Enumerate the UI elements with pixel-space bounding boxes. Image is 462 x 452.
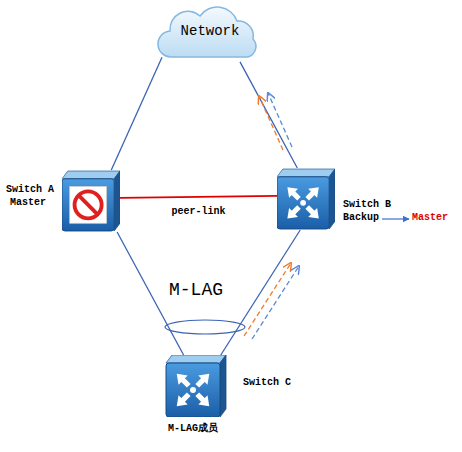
cloud-node: Network — [150, 5, 270, 63]
node-label: M-LAG成员 — [168, 423, 218, 434]
node-label: Master — [10, 197, 46, 208]
node-label: Network — [150, 24, 270, 39]
node-label: Switch A — [6, 184, 54, 195]
traffic-arrow — [252, 266, 299, 339]
node-label: Switch B — [343, 199, 391, 210]
peer-link-line — [120, 196, 277, 198]
traffic-arrow — [244, 263, 291, 336]
switch-node: Switch AMaster — [62, 170, 120, 232]
link-line — [111, 57, 162, 170]
traffic-arrow — [259, 96, 283, 150]
link-line — [240, 62, 297, 168]
switch-icon — [62, 170, 120, 232]
link-line — [221, 230, 300, 355]
link-label: peer-link — [171, 206, 225, 217]
switch-icon — [277, 168, 335, 230]
node-label: Switch C — [243, 377, 291, 388]
switch-icon — [166, 355, 226, 417]
switch-icon — [277, 169, 335, 229]
switch-node: Switch BBackupMaster — [277, 168, 335, 230]
group-label: M-LAG — [169, 280, 223, 300]
role-change-arrow — [382, 218, 409, 219]
node-label: Backup — [343, 212, 379, 223]
switch-icon — [62, 171, 120, 231]
lag-bundle-ring — [165, 320, 245, 334]
switch-icon — [165, 355, 227, 417]
node-label: Master — [412, 212, 448, 223]
traffic-arrow — [268, 93, 292, 147]
switch-node: Switch CM-LAG成员 — [165, 355, 227, 417]
